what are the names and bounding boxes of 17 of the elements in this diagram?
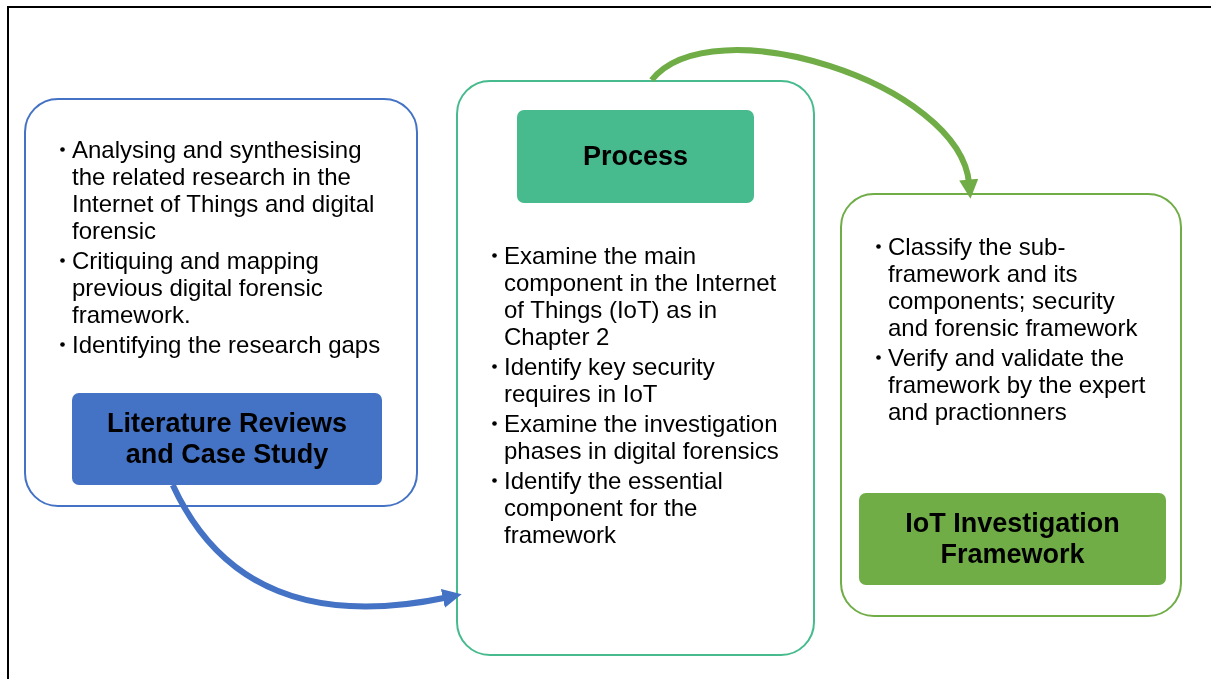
stage-panel [840, 193, 1182, 617]
bullet-point: Identify key security requires in IoT [504, 353, 716, 407]
stage-heading: IoT Investigation Framework [859, 493, 1166, 585]
stage-heading: Process [517, 110, 754, 203]
curved-arrow [170, 483, 462, 610]
stage-panel [24, 98, 418, 507]
bullet-point: Analysing and synthesising the related research in the Internet of Things and digital forensic [72, 136, 376, 244]
stage-panel [456, 80, 815, 656]
bullet-point: Identify the essential component for the framework [504, 467, 724, 548]
bullet-point: Identifying the research gaps [72, 331, 382, 358]
stage-heading: Literature Reviews and Case Study [72, 393, 382, 485]
bullet-point: Examine the investigation phases in digital forensics [504, 410, 780, 464]
bullet-point: Critiquing and mapping previous digital forensic framework. [72, 247, 324, 328]
bullet-point: Classify the sub-framework and its components; security and forensic framework [888, 233, 1139, 341]
curved-arrow [649, 47, 978, 199]
bullet-point: Verify and validate the framework by the expert and practionners [888, 344, 1146, 425]
bullet-point: Examine the main component in the Internet of Things (IoT) as in Chapter 2 [504, 242, 778, 350]
